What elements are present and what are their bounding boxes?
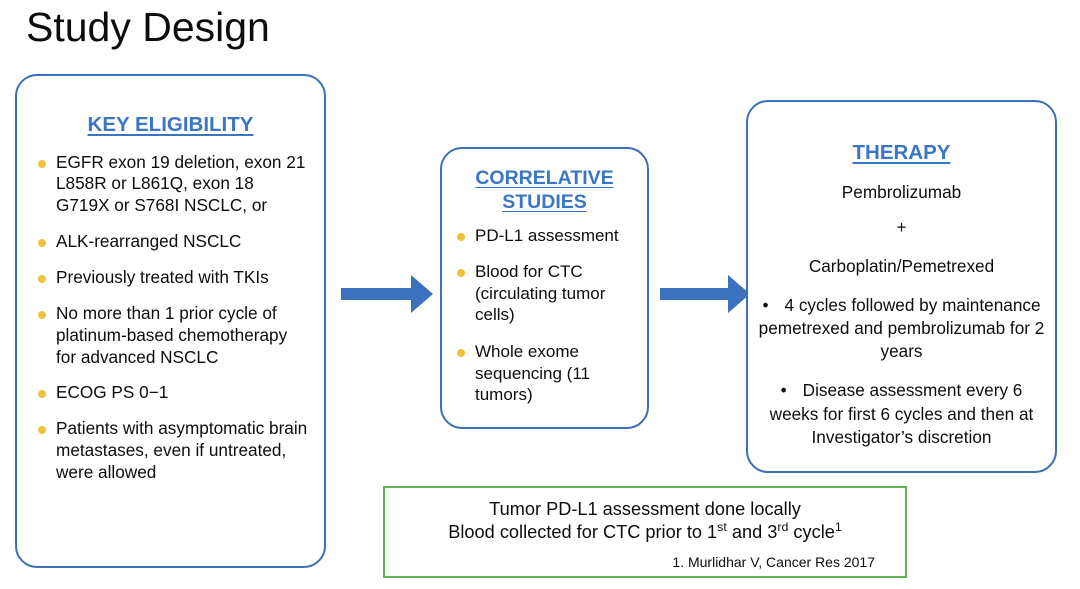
note-line-2-part-b: and 3 [726, 522, 778, 543]
arrow-head [728, 275, 750, 313]
list-item: ECOG PS 0−1 [35, 382, 312, 404]
note-line-1: Tumor PD-L1 assessment done locally [489, 499, 801, 519]
page-title: Study Design [26, 4, 270, 50]
key-eligibility-list: EGFR exon 19 deletion, exon 21 L858R or … [17, 152, 324, 484]
list-item: ALK-rearranged NSCLC [35, 231, 312, 253]
therapy-schedule-item-2: Disease assessment every 6 weeks for fir… [756, 363, 1047, 449]
therapy-schedule-text-1: 4 cycles followed by maintenance pemetre… [759, 295, 1045, 361]
list-item: Previously treated with TKIs [35, 267, 312, 289]
right-arrow-icon-correlative-to-therapy [660, 275, 752, 313]
arrow-shaft [660, 288, 730, 300]
correlative-studies-box: CORRELATIVE STUDIES PD-L1 assessment Blo… [440, 147, 649, 429]
list-item: PD-L1 assessment [454, 225, 639, 247]
list-item: Blood for CTC (circulating tumor cells) [454, 261, 639, 326]
therapy-drug-secondary: Carboplatin/Pemetrexed [808, 256, 995, 277]
list-item: EGFR exon 19 deletion, exon 21 L858R or … [35, 152, 312, 218]
therapy-drug-primary: Pembrolizumab [841, 181, 962, 202]
arrow-head [411, 275, 433, 313]
note-line-2-part-a: Blood collected for CTC prior to 1 [448, 522, 718, 543]
correlative-studies-list: PD-L1 assessment Blood for CTC (circulat… [442, 225, 647, 406]
list-item: Patients with asymptomatic brain metasta… [35, 418, 312, 484]
key-eligibility-heading: KEY ELIGIBILITY [87, 113, 254, 136]
list-item: No more than 1 prior cycle of platinum-b… [35, 303, 312, 369]
assessment-note-box: Tumor PD-L1 assessment done locally Bloo… [383, 486, 907, 578]
note-line-2: Blood collected for CTC prior to 1st and… [385, 521, 905, 544]
right-arrow-icon-eligibility-to-correlative [341, 275, 435, 313]
therapy-schedule-item-1: 4 cycles followed by maintenance pemetre… [756, 278, 1047, 364]
note-reference: 1. Murlidhar V, Cancer Res 2017 [672, 553, 875, 570]
note-ordinal-3rd: rd [777, 520, 789, 535]
arrow-shaft [341, 288, 413, 300]
therapy-schedule-text-2: Disease assessment every 6 weeks for fir… [770, 380, 1034, 446]
note-line-2-part-c: cycle [788, 522, 835, 543]
therapy-box: THERAPY Pembrolizumab + Carboplatin/Peme… [746, 100, 1057, 473]
key-eligibility-box: KEY ELIGIBILITY EGFR exon 19 deletion, e… [15, 74, 326, 568]
note-ordinal-1st: st [717, 520, 727, 535]
correlative-studies-heading: CORRELATIVE STUDIES [475, 167, 614, 214]
note-footnote-marker: 1 [834, 520, 842, 535]
therapy-combiner-symbol: + [896, 216, 907, 237]
therapy-heading: THERAPY [852, 141, 951, 164]
list-item: Whole exome sequencing (11 tumors) [454, 341, 639, 406]
